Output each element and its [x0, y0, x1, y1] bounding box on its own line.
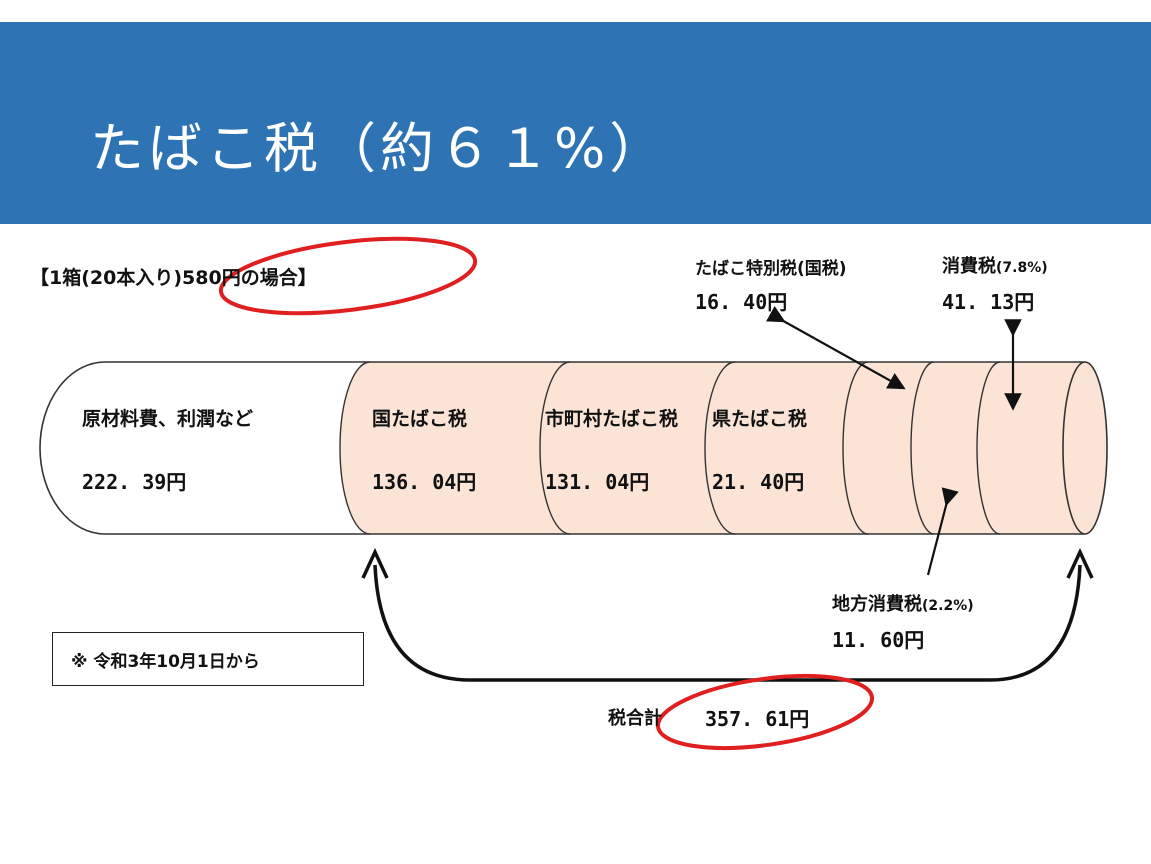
consumption-tax-value: 41. 13円	[942, 290, 1035, 314]
divider-3	[704, 361, 736, 535]
total-arrowhead-left	[361, 547, 389, 579]
segment-value-national-tax: 136. 04円	[372, 470, 477, 494]
special-tax-name: たばこ特別税(国税)	[695, 259, 847, 279]
local-consumption-tax-arrow	[926, 487, 959, 576]
cylinder-end-cap	[1062, 361, 1108, 535]
consumption-tax-rate: (7.8%)	[996, 260, 1048, 276]
segment-value-municipal-tax: 131. 04円	[545, 470, 650, 494]
segment-name-prefectural-tax: 県たばこ税	[712, 408, 808, 430]
special-tax-value: 16. 40円	[695, 290, 788, 314]
special-tax-arrow	[766, 306, 906, 390]
local-consumption-tax-value: 11. 60円	[832, 628, 925, 652]
case-label: 【1箱(20本入り)580円の場合】	[30, 267, 317, 289]
consumption-tax-label: 消費税(7.8%)	[942, 252, 1048, 278]
title-banner	[0, 22, 1151, 224]
total-bracket-arrow	[373, 564, 1082, 682]
total-value: 357. 61円	[705, 707, 810, 731]
price-highlight-circle	[218, 236, 478, 316]
note-text: ※ 令和3年10月1日から	[71, 652, 260, 672]
segment-name-municipal-tax: 市町村たばこ税	[545, 408, 679, 430]
tax-region	[340, 362, 1107, 534]
local-consumption-tax-rate: (2.2%)	[922, 598, 974, 614]
divider-1	[339, 361, 371, 535]
slide-title: たばこ税（約６１%）	[90, 117, 668, 180]
divider-6	[976, 361, 1001, 535]
divider-2	[539, 361, 571, 535]
local-consumption-tax-name: 地方消費税	[832, 594, 922, 615]
consumption-tax-name: 消費税	[942, 256, 996, 277]
segment-value-prefectural-tax: 21. 40円	[712, 470, 805, 494]
local-consumption-tax-label: 地方消費税(2.2%)	[832, 590, 974, 616]
segment-name-national-tax: 国たばこ税	[372, 408, 468, 430]
note-box: ※ 令和3年10月1日から	[52, 632, 364, 686]
total-arrowhead-right	[1066, 547, 1094, 579]
segment-name-materials: 原材料費、利潤など	[82, 408, 254, 430]
cylinder-outline	[39, 361, 1085, 535]
total-label: 税合計	[608, 708, 662, 729]
divider-5	[910, 361, 935, 535]
segment-value-materials: 222. 39円	[82, 470, 187, 494]
total-highlight-circle	[655, 674, 875, 750]
